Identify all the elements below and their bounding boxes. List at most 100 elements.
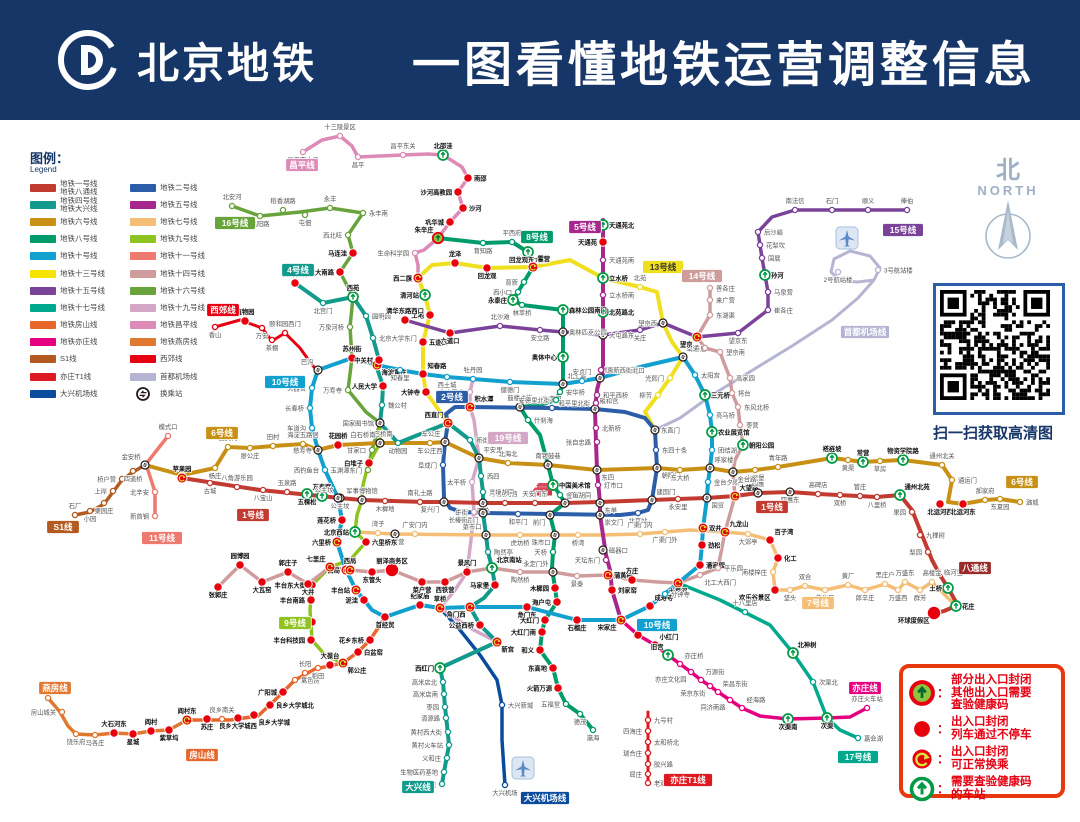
station-望京: 望京 [679, 331, 703, 349]
station-label: 大葆台 [321, 651, 340, 660]
station-label: 大郊亭 [739, 537, 758, 546]
line-badge-6号线: 6号线 [205, 426, 239, 440]
station-崇文门: 崇文门 [595, 510, 624, 527]
station-来广营: 来广营 [706, 295, 736, 305]
station-label: 马各庄 [86, 738, 105, 747]
station-label: 虎坊桥 [511, 538, 531, 547]
station-同济南路: 同济南路 [700, 696, 734, 712]
station-label: 太和桥北 [654, 738, 680, 747]
station-张郭庄: 张郭庄 [208, 582, 229, 600]
station-2号航站楼: 2号航站楼 [823, 268, 854, 285]
station-太和桥北: 太和桥北 [644, 737, 681, 747]
station-劲松: 劲松 [697, 540, 722, 550]
station-label: 北运河东 [950, 507, 976, 516]
metro-line-l11 [144, 434, 170, 518]
station-label: 阜成门 [418, 461, 437, 470]
station-花乡东桥: 花乡东桥 [338, 635, 375, 645]
station-万盛西: 万盛西 [888, 586, 908, 603]
line-badge-西郊线: 西郊线 [206, 303, 240, 317]
legend-panel: 图例： Legend 地铁一号线地铁八通线地铁四号线地铁大兴线地铁六号线地铁八号… [30, 152, 230, 402]
legend-item: 地铁十号线 [30, 248, 130, 265]
station-马各庄: 马各庄 [85, 731, 105, 748]
station-苹果园: 苹果园 [172, 463, 192, 484]
station-柳芳: 柳芳 [639, 390, 662, 400]
station-大望路: 大望路 [729, 482, 760, 502]
station-label: 劲松 [708, 541, 721, 550]
legend-swatch [30, 183, 56, 192]
station-双井: 双井 [697, 522, 723, 534]
station-label: 马泉营 [774, 288, 793, 297]
svg-text:6号线: 6号线 [211, 428, 233, 438]
station-群芳: 群芳 [913, 586, 927, 603]
station-label: 郭庄子 [279, 558, 299, 567]
station-西四: 西四 [477, 472, 500, 481]
station-公益西桥: 公益西桥 [448, 620, 485, 630]
station-太阳宫: 太阳宫 [691, 370, 721, 380]
station-label: 大红门 [520, 616, 539, 625]
station-北沙滩: 北沙滩 [490, 311, 511, 330]
station-东四: 东四 [592, 465, 615, 482]
station-label: 金台路 [738, 475, 758, 484]
station-label: 金台夕照 [714, 478, 740, 487]
station-四惠东: 四惠东 [780, 487, 800, 505]
station-北京南站: 北京南站 [486, 554, 523, 574]
legend-swatch [130, 286, 156, 295]
station-label: 刘家窑 [618, 586, 638, 595]
notice-item-partial: ：部分出入口封闭其他出入口需要查验健康码 [909, 674, 1055, 712]
station-label: 郭公庄 [348, 666, 368, 675]
station-label: 荣昌东街 [723, 679, 749, 688]
station-label: 万寿路 [312, 482, 333, 491]
station-双合: 双合 [798, 571, 813, 590]
legend-label: 地铁十四号线 [160, 268, 205, 278]
station-国贸: 国贸 [702, 493, 725, 510]
station-平乐园: 平乐园 [714, 563, 744, 573]
station-label: 花梨坎 [766, 241, 786, 250]
station-昌平东关: 昌平东关 [390, 140, 417, 159]
station-label: 陶然桥 [511, 575, 531, 584]
station-label: 双井 [709, 524, 722, 533]
station-亦庄桥: 亦庄桥 [676, 650, 705, 668]
station-十里河: 十里河 [668, 577, 689, 596]
station-label: 金台路 [738, 475, 758, 484]
station-达官营: 达官营 [385, 529, 405, 547]
svg-text:8号线: 8号线 [526, 232, 548, 242]
station-label: 土桥 [929, 584, 942, 593]
station-和平门: 和平门 [508, 510, 528, 527]
station-化工: 化工 [773, 553, 798, 563]
station-label: 北运河西 [927, 507, 953, 516]
station-茶棚: 茶棚 [265, 336, 279, 353]
station-label: 昌平 [352, 161, 365, 169]
station-label: 荣京东街 [680, 689, 706, 698]
station-稻香湖路: 稻香湖路 [270, 195, 297, 214]
station-嘉会湖: 嘉会湖 [854, 733, 884, 743]
station-label: 天坛东门 [575, 556, 600, 565]
station-label: 北安河 [223, 192, 243, 201]
station-label: 灵境胡同 [489, 488, 514, 497]
svg-text:17号线: 17号线 [845, 752, 872, 762]
station-双桥: 双桥 [833, 491, 848, 508]
station-稻田: 稻田 [311, 664, 325, 681]
line-badge-16号线: 16号线 [214, 216, 256, 230]
station-label: 通州北关 [929, 451, 955, 460]
line-badge-1号线: 1号线 [236, 508, 270, 522]
station-广渠门内: 广渠门内 [627, 519, 653, 538]
airport-icon [835, 226, 859, 250]
station-label: 达官营 [386, 537, 405, 546]
station-天安门东: 天安门东 [522, 488, 548, 507]
station-label: 光熙门 [645, 374, 664, 383]
station-label: 泥洼 [345, 596, 358, 605]
legend-swatch [130, 321, 156, 330]
station-东风北桥: 东风北桥 [734, 402, 771, 412]
station-上地: 上地 [411, 310, 435, 320]
station-label: 褡裢坡 [822, 444, 843, 453]
station-森林公园南门: 森林公园南门 [557, 304, 608, 316]
legend-swatch [130, 303, 156, 312]
line-badge-9号线: 9号线 [278, 616, 312, 630]
station-label: 东大桥 [671, 473, 691, 482]
station-安贞门: 安贞门 [572, 366, 592, 385]
station-label: 欢乐谷景区 [738, 593, 771, 602]
legend-swatch [130, 338, 156, 347]
station-北新桥: 北新桥 [592, 423, 622, 433]
station-甘家口: 甘家口 [346, 445, 376, 455]
station-label: 广渠门外 [652, 535, 678, 544]
